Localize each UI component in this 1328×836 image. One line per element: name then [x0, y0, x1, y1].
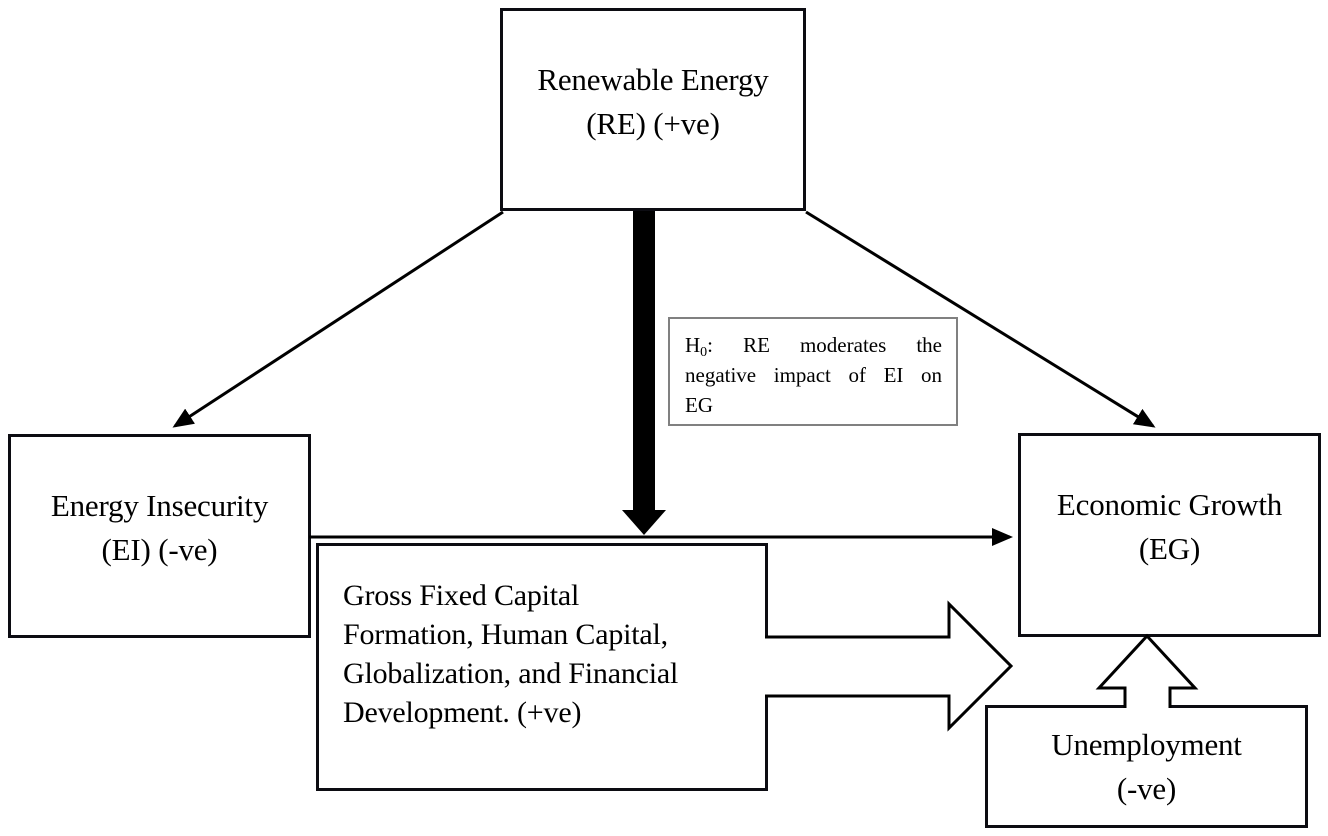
node-energy-insecurity-line1: Energy Insecurity: [50, 488, 269, 523]
node-energy-insecurity-line2: (EI) (-ve): [101, 532, 218, 567]
block-arrow-unemployment-to-eg: [1095, 633, 1199, 708]
hypothesis-line2: negative impact of EI on: [685, 363, 942, 387]
node-control-variables: Gross Fixed Capital Formation, Human Cap…: [316, 543, 768, 791]
node-economic-growth: Economic Growth (EG): [1018, 433, 1321, 637]
node-energy-insecurity: Energy Insecurity (EI) (-ve): [8, 434, 311, 638]
node-renewable-energy: Renewable Energy (RE) (+ve): [500, 8, 806, 211]
node-economic-growth-line1: Economic Growth: [1056, 487, 1283, 522]
block-arrow-controls-to-eg: [765, 600, 1014, 732]
hypothesis-line3: EG: [685, 393, 713, 417]
hypothesis-line1-rest: : RE moderates the: [707, 333, 942, 357]
node-control-variables-line4: Development. (+ve): [343, 696, 582, 729]
moderation-arrow: [622, 211, 666, 535]
node-unemployment-line2: (-ve): [1116, 770, 1177, 806]
node-control-variables-line3: Globalization, and Financial: [343, 657, 679, 690]
hypothesis-label: H0: RE moderates the negative impact of …: [668, 317, 958, 426]
hypothesis-line1: H0: RE moderates the: [685, 330, 942, 360]
hypothesis-subscript: 0: [700, 345, 708, 360]
node-control-variables-line2: Formation, Human Capital,: [343, 618, 668, 651]
node-economic-growth-line2: (EG): [1138, 531, 1201, 566]
node-renewable-energy-line2: (RE) (+ve): [586, 105, 720, 141]
node-control-variables-line1: Gross Fixed Capital: [343, 579, 580, 612]
node-renewable-energy-line1: Renewable Energy: [537, 61, 769, 97]
hypothesis-prefix: H: [685, 333, 701, 357]
node-unemployment: Unemployment (-ve): [985, 705, 1308, 828]
node-unemployment-line1: Unemployment: [1051, 726, 1242, 762]
arrow-re-to-ei: [172, 210, 504, 428]
